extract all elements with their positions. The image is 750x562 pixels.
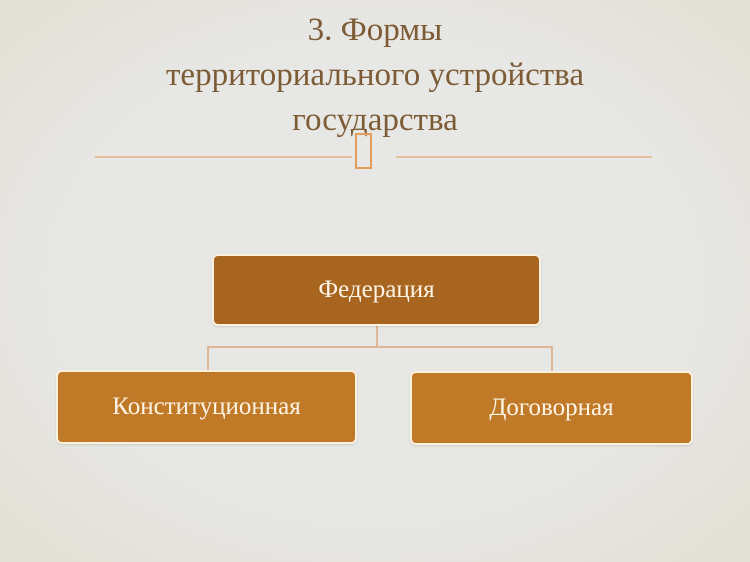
node-federation: Федерация [212, 254, 541, 326]
slide-title: 3. Формы территориального устройства гос… [0, 8, 750, 143]
placeholder-box-icon [355, 133, 372, 169]
title-separator-right [396, 156, 652, 158]
connector-horizontal [207, 346, 553, 348]
connector-root-down [376, 326, 378, 347]
title-line-1: 3. Формы [307, 12, 443, 48]
node-contractual-label: Договорная [489, 394, 614, 421]
connector-to-right-child [551, 346, 553, 372]
node-constitutional-label: Конституционная [112, 393, 301, 420]
title-separator-left [95, 156, 352, 158]
title-line-3: государства [292, 102, 458, 138]
title-line-2: территориального устройства [166, 57, 584, 93]
node-constitutional: Конституционная [56, 370, 357, 444]
node-federation-label: Федерация [318, 276, 435, 303]
node-contractual: Договорная [410, 371, 693, 445]
connector-to-left-child [207, 346, 209, 371]
